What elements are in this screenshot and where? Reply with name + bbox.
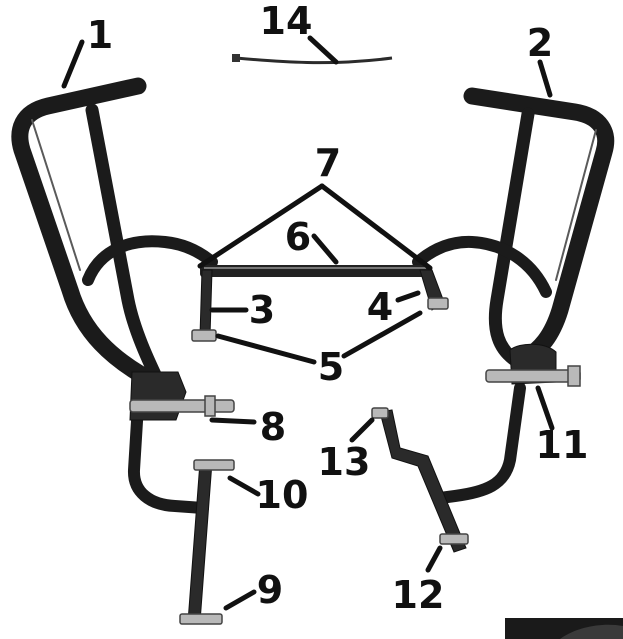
photo-corner-fragment [505,618,623,639]
part-6-cross-bar [200,265,430,277]
callout-2: 2 [527,21,553,65]
callout-3: 3 [249,288,275,332]
part-10-bolt [193,459,235,471]
part-9-left-strut [179,461,223,625]
callout-11: 11 [536,423,589,467]
callout-5: 5 [318,345,344,389]
callout-8: 8 [260,405,286,449]
callout-6: 6 [285,215,311,259]
part-14-cable-tie [232,54,393,65]
part-13-right-strut [371,407,467,553]
part-12-bolt [439,533,469,545]
callout-4: 4 [367,285,393,329]
callout-13: 13 [318,440,371,484]
callout-10: 10 [256,473,309,517]
part-8-bolt [129,395,235,417]
part-3-left-plate [199,269,213,337]
leader-lines [61,35,555,611]
callout-7: 7 [315,141,341,185]
callout-12: 12 [392,573,445,617]
callout-14: 14 [260,0,313,43]
part-1-left-crash-bar [11,77,218,514]
callout-9: 9 [257,568,283,612]
callout-1: 1 [87,13,113,57]
callout-numbers: 1 2 3 4 5 6 7 8 9 10 11 12 13 14 [87,0,589,617]
part-11-bolt [485,365,581,387]
